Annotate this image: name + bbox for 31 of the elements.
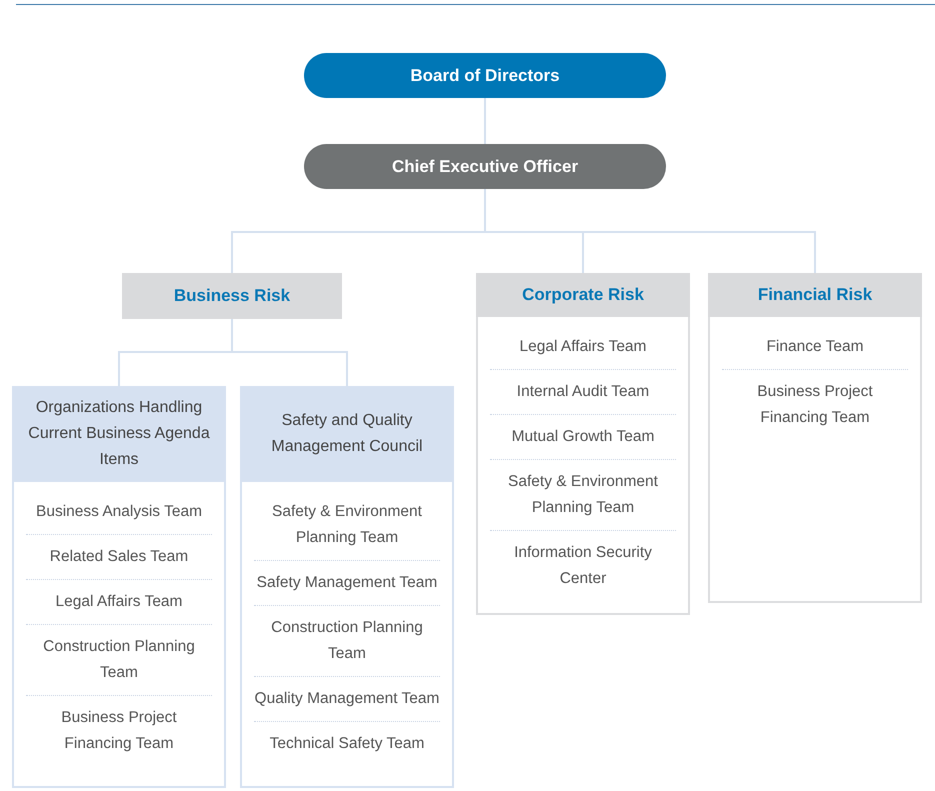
role-pill: Chief Executive Officer <box>304 144 666 189</box>
team-name: Business Analysis Team <box>36 503 202 520</box>
connector-line <box>231 319 348 386</box>
card-heading: Organizations Handling Current Business Agenda Items <box>27 398 211 470</box>
team-name: Safety & Environment Planning Team <box>508 473 658 516</box>
connector-line <box>484 98 486 144</box>
team-name: Technical Safety Team <box>270 735 424 752</box>
team-name: Construction Planning Team <box>43 638 195 681</box>
card-heading: Corporate Risk <box>522 284 644 306</box>
team-name: Finance Team <box>766 338 864 355</box>
connector-line <box>484 189 816 273</box>
team-name: Mutual Growth Team <box>512 428 654 445</box>
category-box: Business Risk <box>122 273 342 319</box>
team-name: Quality Management Team <box>254 690 440 707</box>
team-card <box>240 386 454 788</box>
team-card <box>708 273 922 603</box>
team-name: Legal Affairs Team <box>56 593 182 610</box>
team-card <box>476 273 690 615</box>
team-name: Business Project Financing Team <box>757 383 873 426</box>
card-heading: Safety and Quality Management Council <box>270 411 424 457</box>
team-name: Legal Affairs Team <box>520 338 646 355</box>
team-card <box>12 386 226 788</box>
team-name: Business Project Financing Team <box>61 709 177 752</box>
role-pill: Board of Directors <box>304 53 666 98</box>
team-name: Construction Planning Team <box>271 619 423 662</box>
team-name: Information Security Center <box>514 544 652 587</box>
team-name: Related Sales Team <box>50 548 188 565</box>
team-name: Safety Management Team <box>256 574 438 591</box>
team-name: Internal Audit Team <box>516 383 650 400</box>
team-name: Safety & Environment Planning Team <box>272 503 422 546</box>
card-heading: Financial Risk <box>758 284 872 306</box>
